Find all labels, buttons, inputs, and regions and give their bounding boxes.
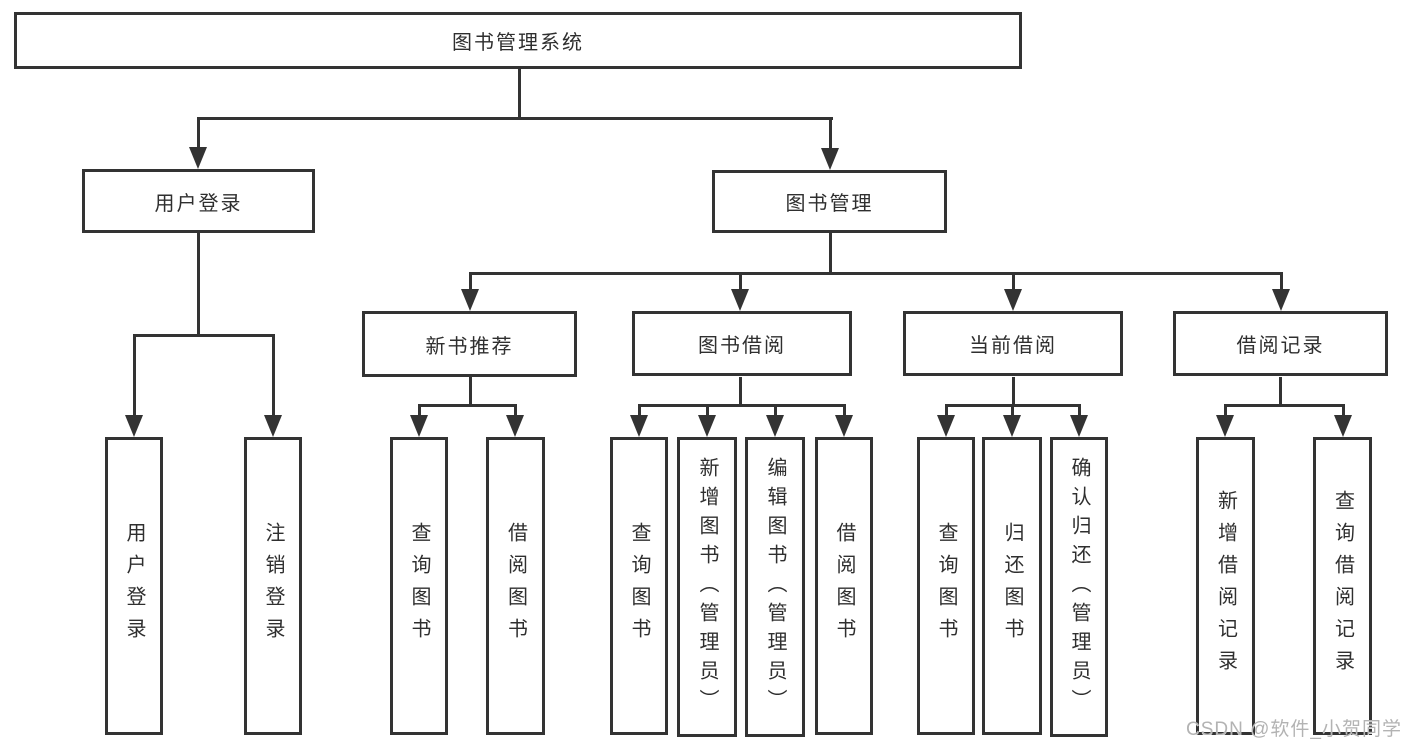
connector-line [1280,273,1283,293]
connector-line [133,335,136,419]
connector-line [1012,273,1015,293]
arrow-down-icon [461,289,479,311]
leaf-borrow-books-recommend: 借阅图书 [486,437,545,735]
connector-line [638,405,641,419]
connector-line [945,404,1081,407]
connector-line [945,405,948,419]
connector-line [469,377,472,405]
connector-line [514,405,517,419]
connector-line [1342,405,1345,419]
arrow-down-icon [1216,415,1234,437]
arrow-down-icon [766,415,784,437]
leaf-edit-book-admin: 编辑图书（管理员） [745,437,805,737]
leaf-add-book-admin: 新增图书（管理员） [677,437,737,737]
leaf-confirm-return-admin: 确认归还（管理员） [1050,437,1108,737]
arrow-down-icon [1334,415,1352,437]
connector-line [418,404,517,407]
connector-line [418,405,421,419]
node-book-management: 图书管理 [712,170,947,233]
connector-line [197,233,200,335]
leaf-borrow-books-2: 借阅图书 [815,437,873,735]
leaf-query-books-borrow: 查询图书 [610,437,668,735]
leaf-user-login: 用户登录 [105,437,163,735]
connector-line [1279,377,1282,405]
leaf-query-borrow-record: 查询借阅记录 [1313,437,1372,735]
node-library-system: 图书管理系统 [14,12,1022,69]
arrow-down-icon [835,415,853,437]
arrow-down-icon [1003,415,1021,437]
leaf-return-book: 归还图书 [982,437,1042,735]
connector-line [843,405,846,419]
connector-line [1078,405,1081,419]
arrow-down-icon [731,289,749,311]
connector-line [1224,404,1345,407]
connector-line [739,273,742,293]
connector-line [706,405,709,419]
connector-line [1011,405,1014,419]
arrow-down-icon [264,415,282,437]
arrow-down-icon [630,415,648,437]
connector-line [638,404,846,407]
arrow-down-icon [1070,415,1088,437]
connector-line [774,405,777,419]
connector-line [469,273,472,293]
connector-line [1224,405,1227,419]
node-book-borrow: 图书借阅 [632,311,852,376]
connector-line [739,377,742,405]
arrow-down-icon [506,415,524,437]
arrow-down-icon [125,415,143,437]
connector-line [197,118,200,151]
connector-line [518,68,521,118]
arrow-down-icon [821,148,839,170]
connector-line [1012,377,1015,405]
arrow-down-icon [410,415,428,437]
arrow-down-icon [1272,289,1290,311]
node-borrow-records: 借阅记录 [1173,311,1388,376]
connector-line [197,117,833,120]
connector-line [829,118,832,152]
arrow-down-icon [698,415,716,437]
connector-line [272,335,275,419]
node-current-borrow: 当前借阅 [903,311,1123,376]
csdn-watermark: CSDN @软件_小贺同学 [1186,719,1402,740]
leaf-add-borrow-record: 新增借阅记录 [1196,437,1255,735]
node-user-login: 用户登录 [82,169,315,233]
arrow-down-icon [189,147,207,169]
connector-line [829,233,832,273]
connector-line [469,272,1283,275]
arrow-down-icon [1004,289,1022,311]
arrow-down-icon [937,415,955,437]
connector-line [133,334,275,337]
leaf-query-books-recommend: 查询图书 [390,437,448,735]
node-new-book-recommend: 新书推荐 [362,311,577,377]
leaf-query-books-current: 查询图书 [917,437,975,735]
leaf-logout: 注销登录 [244,437,302,735]
